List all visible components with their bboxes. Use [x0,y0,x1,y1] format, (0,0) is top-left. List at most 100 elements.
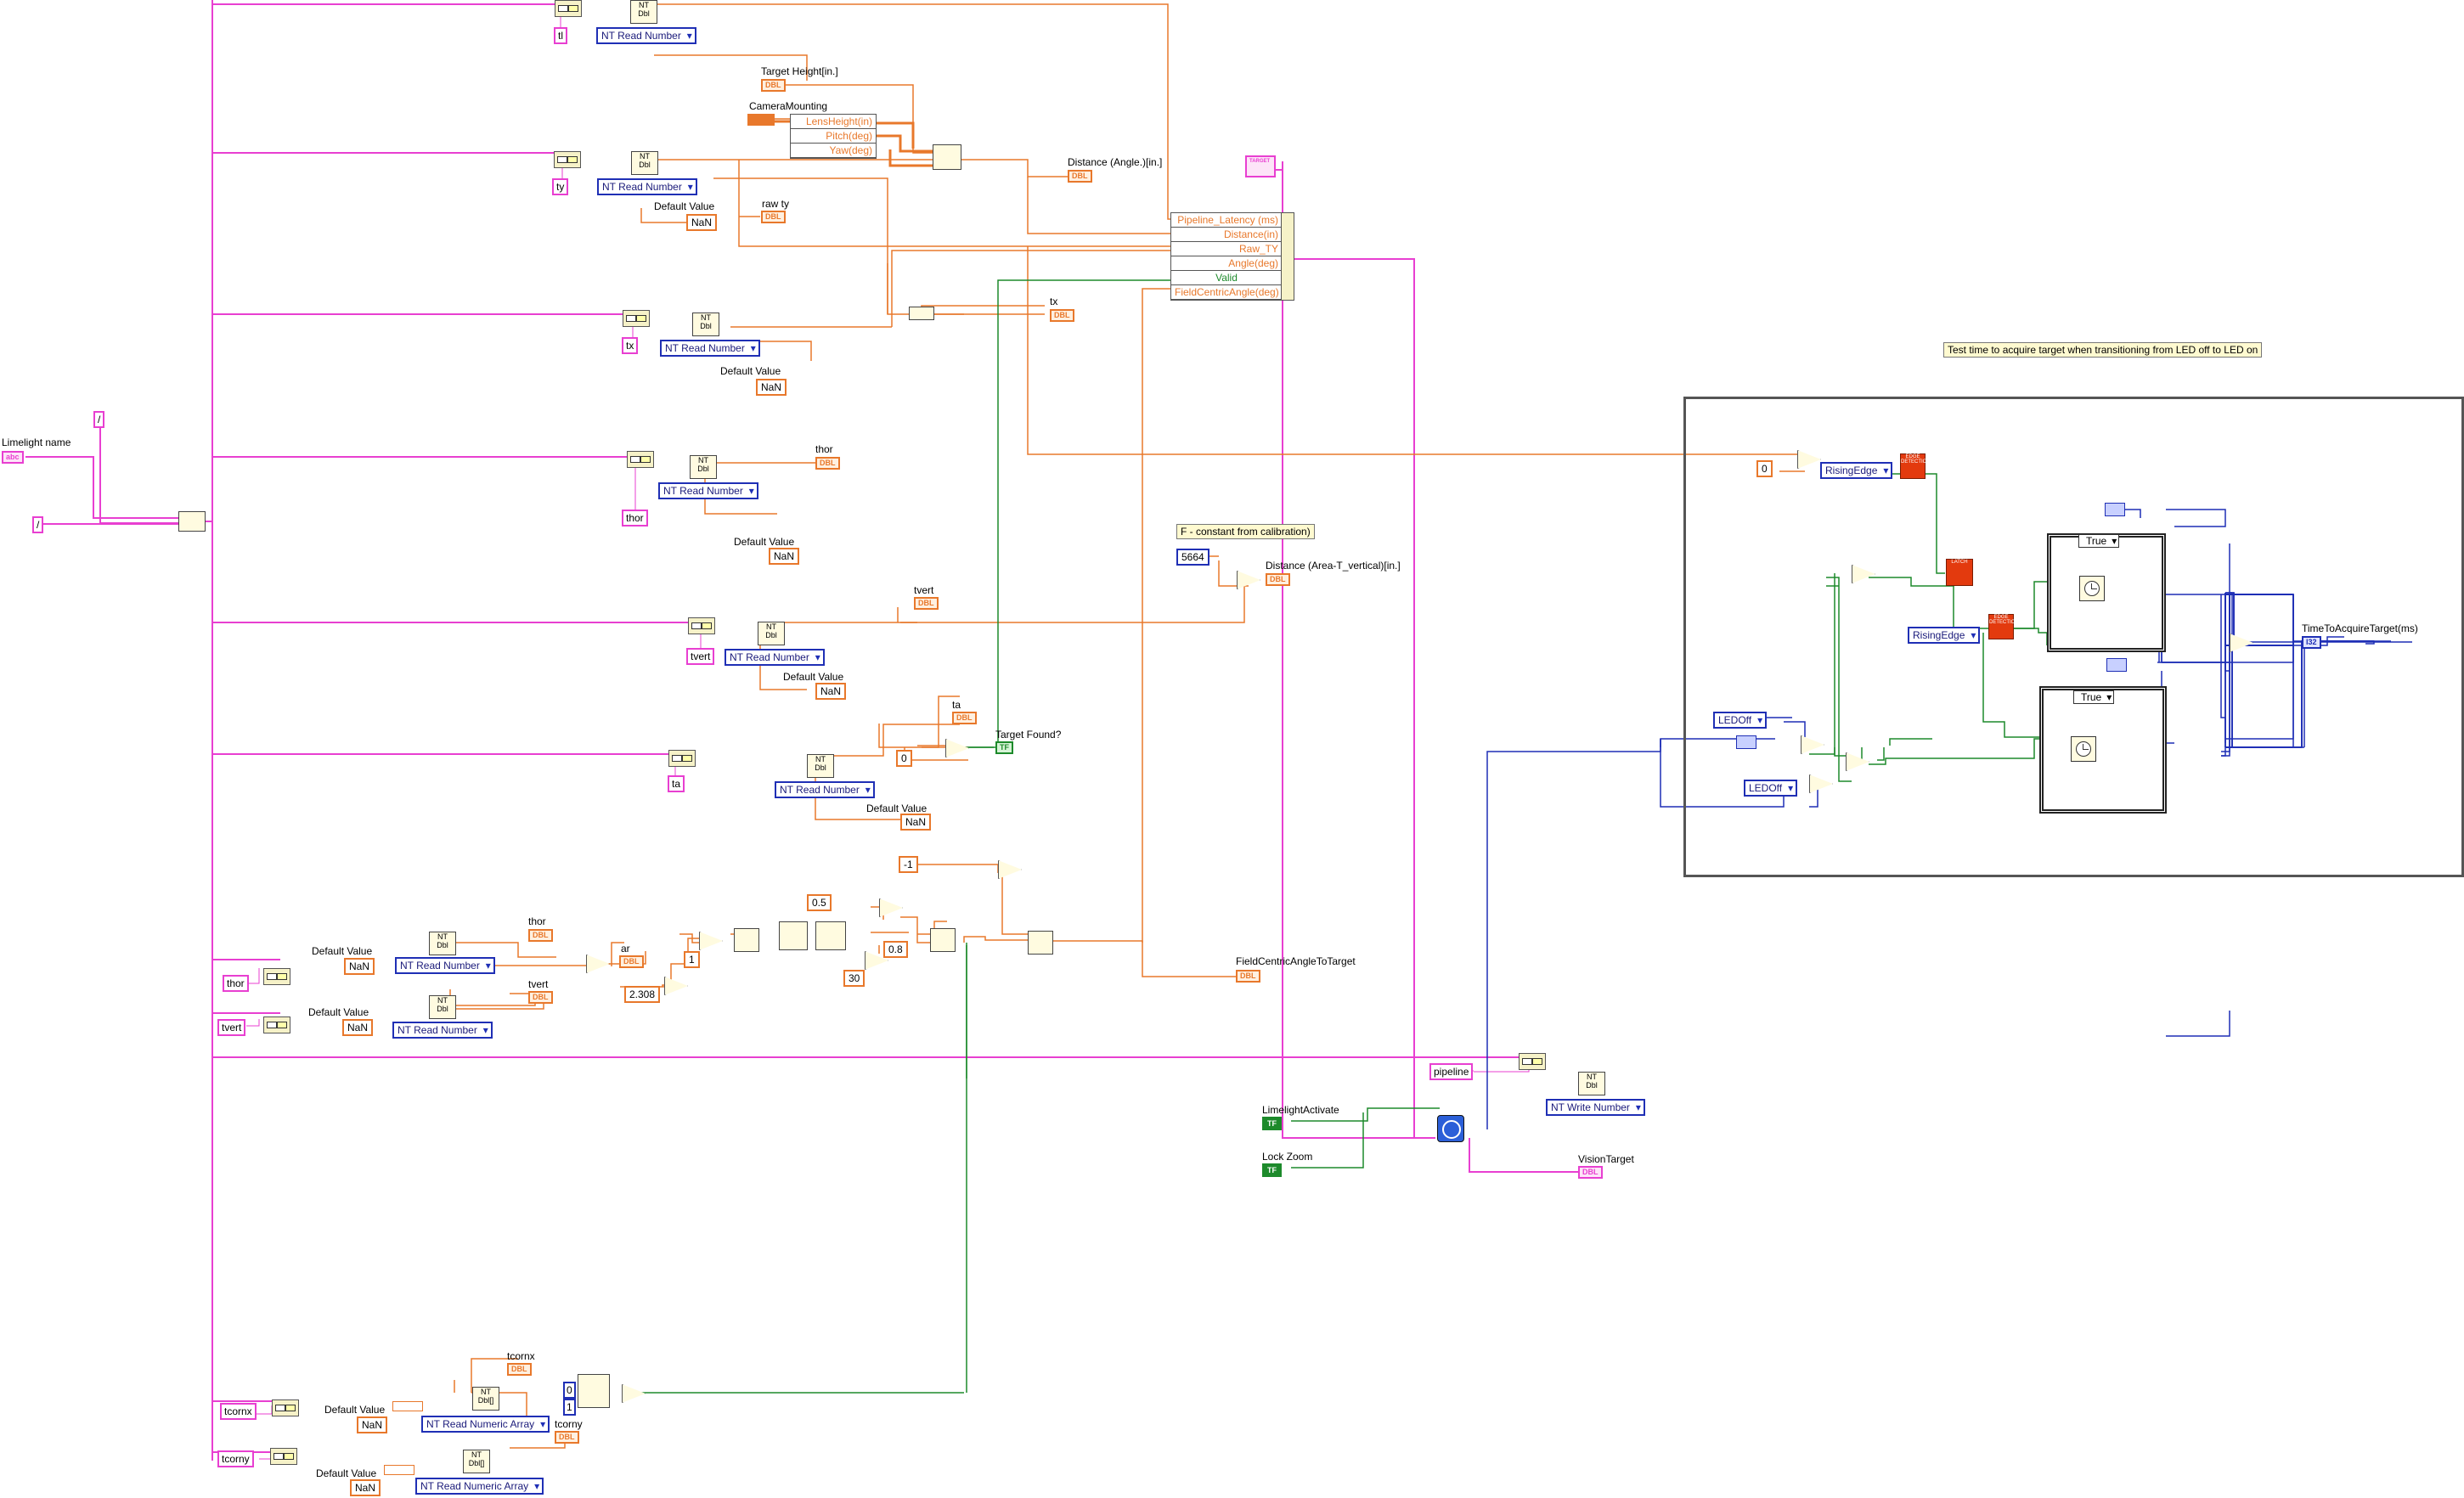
const-0-8[interactable]: 0.8 [883,941,908,958]
empty-array-tcorny[interactable] [384,1465,414,1475]
nt-read-number-ring-thor-2[interactable]: NT Read Number [395,957,495,974]
default-nan-tx[interactable]: NaN [756,379,787,396]
limelight-name-control[interactable]: abc [2,451,24,464]
concatenate-strings-node[interactable] [178,511,206,532]
const-2-308[interactable]: 2.308 [624,986,661,1003]
f-constant[interactable]: 5664 [1176,549,1209,566]
build-path-node-thor-2[interactable] [263,968,290,985]
nt-read-number-ring-thor[interactable]: NT Read Number [658,482,758,499]
nt-key-ty[interactable]: ty [552,178,569,195]
slash-constant-b[interactable]: / [32,516,44,533]
build-path-node-ta[interactable] [668,750,696,767]
build-path-node-thor[interactable] [627,451,654,468]
tick-count-clock-icon-2[interactable] [2071,736,2096,762]
case-structure-2[interactable] [2039,686,2167,814]
index-array-node[interactable] [578,1374,610,1408]
nt-read-number-ring-tx[interactable]: NT Read Number [660,340,760,357]
const-30[interactable]: 30 [843,970,866,987]
add-yaw-node[interactable] [909,307,934,320]
tick-count-clock-icon-1[interactable] [2079,576,2105,601]
limelight-subvi-globe-icon[interactable] [1437,1115,1464,1142]
const-one[interactable]: 1 [684,951,700,968]
led-off-ring-2[interactable]: LEDOff [1744,780,1798,797]
abs-node[interactable] [779,921,808,950]
nt-key-pipeline[interactable]: pipeline [1429,1063,1474,1080]
build-path-node-tl[interactable] [555,0,582,17]
led-mode-compare-icon[interactable] [1736,735,1756,749]
default-nan-thor[interactable]: NaN [769,548,800,565]
nt-key-tcornx[interactable]: tcornx [220,1403,257,1420]
default-nan-tvert-2[interactable]: NaN [342,1019,374,1036]
default-nan-ta[interactable]: NaN [900,814,932,831]
nt-key-thor-2[interactable]: thor [223,975,249,992]
limelight-activate-control[interactable]: TF [1262,1117,1282,1130]
const-neg-one[interactable]: -1 [899,856,918,873]
case-selector-2[interactable]: True [2073,690,2115,704]
select-b-node[interactable] [930,928,956,952]
select-final-node[interactable] [1028,931,1053,955]
default-nan-tcornx[interactable]: NaN [357,1416,388,1433]
build-path-node-tcorny[interactable] [270,1448,297,1465]
build-path-node-pipeline[interactable] [1519,1053,1546,1070]
nt-read-array-ring-tcornx[interactable]: NT Read Numeric Array [421,1416,550,1433]
nt-read-number-ring-tvert[interactable]: NT Read Number [725,649,825,666]
default-nan-ty[interactable]: NaN [686,214,718,231]
nt-read-number-ring-tvert-2[interactable]: NT Read Number [392,1022,493,1039]
select-ar-node[interactable] [734,928,759,952]
camera-mounting-unbundle[interactable]: LensHeight(in) Pitch(deg) Yaw(deg) [790,114,877,159]
default-nan-thor-2[interactable]: NaN [344,958,375,975]
nt-key-tcorny[interactable]: tcorny [217,1450,254,1467]
nt-key-tvert[interactable]: tvert [686,648,715,665]
case-structure-1[interactable] [2047,533,2166,652]
build-path-node-tx[interactable] [623,310,650,327]
default-nan-tvert[interactable]: NaN [815,683,847,700]
target-height-control[interactable]: DBL [761,79,786,92]
nt-read-number-ring-ty[interactable]: NT Read Number [597,178,697,195]
rising-edge-ring-1[interactable]: RisingEdge [1820,462,1893,479]
nt-key-tl[interactable]: tl [554,27,567,44]
nt-key-tvert-2[interactable]: tvert [217,1019,246,1036]
build-path-node-tvert-2[interactable] [263,1016,290,1033]
distance-calc-subvi[interactable] [933,144,961,170]
nt-read-number-ring-tl[interactable]: NT Read Number [596,27,696,44]
default-nan-tcorny[interactable]: NaN [350,1479,381,1496]
build-path-node-tcornx[interactable] [272,1399,299,1416]
build-path-node-ty[interactable] [554,151,581,168]
bundle-by-name-handle[interactable] [1281,212,1294,301]
nt-key-tx[interactable]: tx [622,337,639,354]
nt-write-number-ring[interactable]: NT Write Number [1546,1099,1645,1116]
target-bundle-node[interactable]: Pipeline_Latency (ms) Distance(in) Raw_T… [1170,212,1283,301]
build-path-node-tvert[interactable] [688,617,715,634]
zero-led-constant[interactable]: 0 [1756,460,1773,477]
lock-zoom-control[interactable]: TF [1262,1163,1282,1177]
led-off-ring-1[interactable]: LEDOff [1713,712,1768,729]
const-0-5[interactable]: 0.5 [807,894,832,911]
edge-detection-node-1[interactable]: EDGE DETECTION [1900,453,1931,479]
nt-key-thor[interactable]: thor [622,510,648,527]
shift-register-1[interactable] [2105,503,2125,516]
zero-constant-ta[interactable]: 0 [896,750,912,767]
nt-key-ta[interactable]: ta [668,775,685,792]
rising-edge-ring-2[interactable]: RisingEdge [1908,627,1981,644]
empty-array-tcornx[interactable] [392,1401,423,1411]
nt-read-array-ring-tcorny[interactable]: NT Read Numeric Array [415,1478,544,1495]
index-constant-0[interactable]: 0 [563,1382,576,1399]
slash-constant-a[interactable]: / [93,411,105,428]
rad-deg-node[interactable] [815,921,846,950]
edge-detection-node-2[interactable]: EDGE DETECTION [1988,614,2019,639]
camera-mounting-control[interactable] [747,114,775,126]
shift-register-2[interactable] [2106,658,2127,672]
case-selector-1[interactable]: True [2078,534,2120,548]
latch-node[interactable]: LATCH [1946,559,1973,586]
